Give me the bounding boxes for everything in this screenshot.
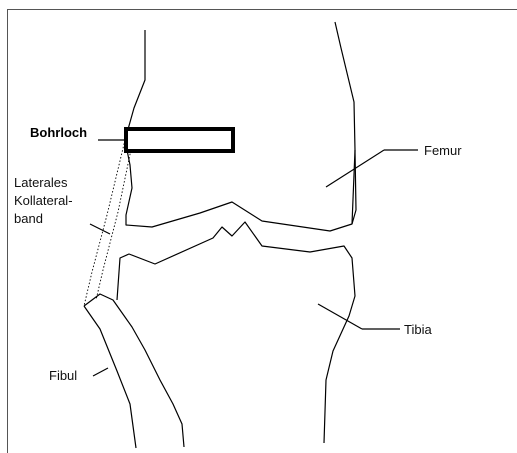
lateral-band-label-line2: Kollateral- (14, 193, 73, 208)
bohrloch-label: Bohrloch (30, 125, 87, 140)
drill-hole (126, 129, 233, 151)
lateral-band-label-line3: band (14, 211, 43, 226)
tibia-contour (117, 222, 355, 443)
fibula-inner-contour (84, 306, 136, 448)
fibula-contour (84, 294, 184, 447)
lateral-band-label-line1: Laterales (14, 175, 68, 190)
collateral-ligament-inner (96, 140, 133, 300)
fibul-label: Fibul (49, 368, 77, 383)
tibia-leader (318, 304, 362, 329)
lateral-band-leader (90, 224, 110, 234)
femur-label: Femur (424, 143, 462, 158)
femur-left-contour (125, 22, 356, 231)
tibia-label: Tibia (404, 322, 432, 337)
fibul-leader (93, 368, 108, 376)
